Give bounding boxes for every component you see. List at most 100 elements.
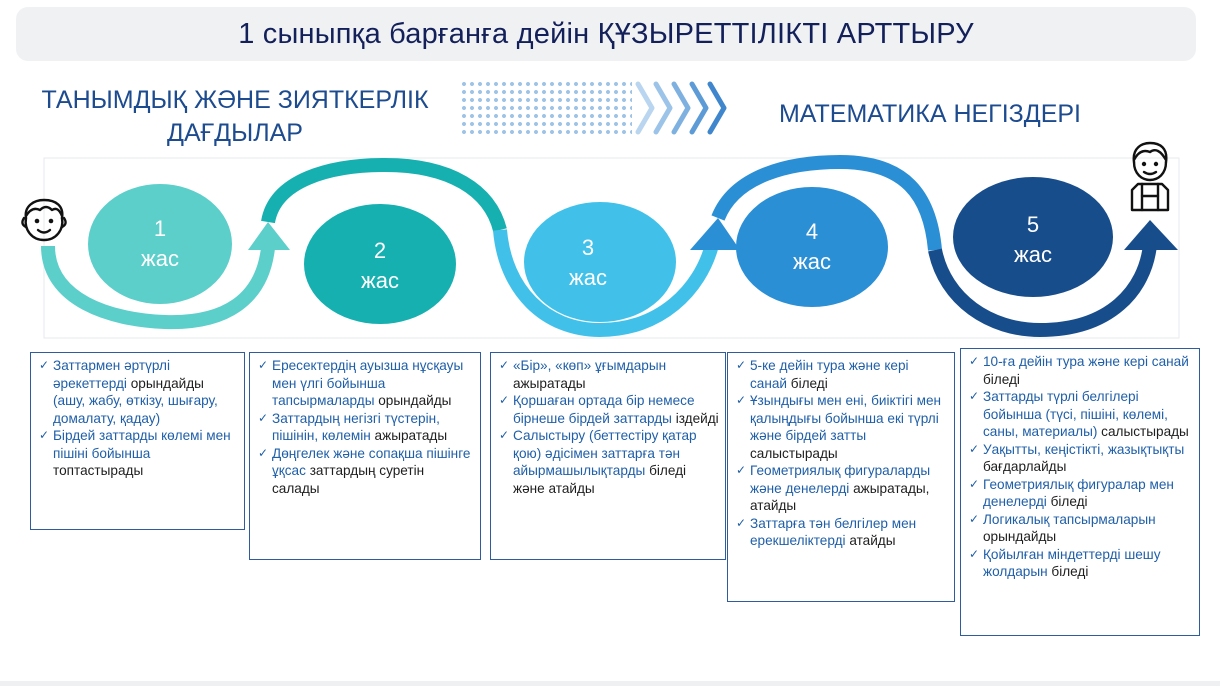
skill-text: Заттарды түрлі белгілері бойынша (түсі, … [983, 389, 1168, 439]
skill-item: Логикалық тапсырмаларын орындайды [969, 511, 1193, 546]
flow-arrowhead-3 [690, 218, 740, 250]
stage-2-unit: жас [361, 268, 399, 293]
flow-arc-1 [41, 245, 275, 330]
skill-item: 5-ке дейін тура және кері санай біледі [736, 357, 948, 392]
stage-3-label: 3 жас [528, 233, 648, 293]
heading-math-basics: МАТЕМАТИКА НЕГІЗДЕРІ [778, 100, 1081, 128]
skill-text: орындайды [130, 375, 204, 391]
skill-item: Заттарға тән белгілер мен ерекшеліктерді… [736, 515, 948, 550]
skill-text: (ашу, жабу, өткізу, шығару, домалату, қа… [53, 393, 218, 426]
stage-5-unit: жас [1014, 242, 1052, 267]
title-bar: 1 сыныпқа барғанға дейін ҚҰЗЫРЕТТІЛІКТІ … [16, 7, 1196, 61]
skill-item: Дөңгелек және сопақша пішінге ұқсас затт… [258, 445, 474, 498]
stage-5-skills-box: 10-ға дейін тура және кері санай біледіЗ… [960, 348, 1200, 636]
stage-3-skills-list: «Бір», «көп» ұғымдарын ажыратадыҚоршаған… [499, 357, 719, 497]
flow-arrowhead-5 [1124, 220, 1178, 250]
skill-text: 10-ға дейін тура және кері санай [983, 354, 1189, 369]
stage-3-circle [524, 202, 676, 322]
stage-5-label: 5 жас [973, 210, 1093, 270]
skill-item: Салыстыру (беттестіру қатар қою) әдісіме… [499, 427, 719, 497]
skill-text: бағдарлайды [983, 459, 1067, 474]
skill-text: біледі [983, 371, 1020, 387]
skill-text: Қойылған міндеттерді шешу жолдарын [983, 546, 1161, 580]
stage-3-skills-box: «Бір», «көп» ұғымдарын ажыратадыҚоршаған… [490, 352, 726, 560]
stage-4-label: 4 жас [752, 217, 872, 277]
skill-item: Қойылған міндеттерді шешу жолдарын білед… [969, 546, 1193, 581]
stage-1-number: 1 [153, 216, 167, 241]
skill-text: Уақытты, кеңістікті, жазықтықты [983, 441, 1185, 457]
skill-text: 5-ке дейін тура және кері санай [750, 358, 909, 391]
skill-text: Қоршаған ортада бір немесе бірнеше бірде… [513, 393, 695, 426]
skill-text: Геометриялық фигуралар мен денелерді [983, 476, 1174, 510]
stage-4-skills-list: 5-ке дейін тура және кері санай біледіҰз… [736, 357, 948, 550]
skill-item: Заттармен әртүрлі әрекеттерді орындайды … [39, 357, 238, 427]
stage-1-label: 1 жас [100, 214, 220, 274]
stage-2-skills-list: Ересектердің ауызша нұсқауы мен үлгі бой… [258, 357, 474, 497]
heading-cognitive-skills: ТАНЫМДЫҚ ЖӘНЕ ЗИЯТКЕРЛІК ДАҒДЫЛАР [30, 84, 440, 150]
skill-item: Ұзындығы мен ені, биіктігі мен қалыңдығы… [736, 392, 948, 462]
skill-text: орындайды [983, 529, 1057, 544]
skill-text: орындайды [378, 393, 452, 408]
skill-item: 10-ға дейін тура және кері санай біледі [969, 353, 1193, 388]
skill-text: Бірдей заттарды көлемі мен пішіні бойынш… [53, 428, 231, 461]
skill-text: салыстырады [750, 445, 838, 461]
page-title: 1 сыныпқа барғанға дейін ҚҰЗЫРЕТТІЛІКТІ … [238, 17, 974, 50]
child-figure-icon [1130, 141, 1170, 212]
bottom-divider [0, 681, 1220, 686]
skill-text: Ұзындығы мен ені, биіктігі мен қалыңдығы… [750, 393, 942, 443]
skill-text: Геометриялық фигураларды және денелерді [750, 463, 931, 496]
stage-4-circle [736, 187, 888, 307]
skill-item: Қоршаған ортада бір немесе бірнеше бірде… [499, 392, 719, 427]
skill-text: Логикалық тапсырмаларын [983, 511, 1156, 527]
skill-text: топтастырады [53, 463, 144, 478]
stage-5-number: 5 [1026, 212, 1040, 237]
skill-text: біледі [1051, 564, 1089, 579]
skill-text: Салыстыру (беттестіру қатар қою) әдісіме… [513, 428, 697, 478]
stage-2-circle [304, 204, 456, 324]
skill-text: ажыратады [374, 428, 448, 443]
stage-4-unit: жас [793, 249, 831, 274]
heading-left-line-1: ТАНЫМДЫҚ ЖӘНЕ ЗИЯТКЕРЛІК [41, 86, 429, 114]
skill-text: атайды [849, 533, 896, 548]
skill-text: біледі және атайды [513, 463, 687, 496]
dot-grid-decoration [460, 80, 632, 136]
stage-3-unit: жас [569, 265, 607, 290]
stage-5-skills-list: 10-ға дейін тура және кері санай біледіЗ… [969, 353, 1193, 581]
flow-arc-2 [261, 157, 507, 232]
skill-text: Заттардың негізгі түстерін, пішінін, көл… [272, 410, 440, 444]
chevron-arrows-icon [635, 81, 727, 135]
stage-5-circle [953, 177, 1113, 297]
skill-text: ажыратады, атайды [750, 480, 930, 514]
skill-text: заттардың суретін салады [272, 463, 425, 496]
skill-text: салыстырады [1101, 424, 1189, 439]
flow-arc-3 [493, 229, 719, 338]
heading-left-line-2: ДАҒДЫЛАР [167, 119, 303, 147]
skill-text: біледі [1050, 494, 1088, 509]
stage-4-skills-box: 5-ке дейін тура және кері санай біледіҰз… [727, 352, 955, 602]
skill-item: Заттарды түрлі белгілері бойынша (түсі, … [969, 388, 1193, 441]
skill-item: Бірдей заттарды көлемі мен пішіні бойынш… [39, 427, 238, 480]
flow-arrowhead-1 [248, 222, 290, 250]
stage-4-number: 4 [805, 219, 819, 244]
skill-text: «Бір», «көп» ұғымдарын [513, 358, 667, 373]
skill-item: Уақытты, кеңістікті, жазықтықты бағдарла… [969, 441, 1193, 476]
skill-text: ажыратады [513, 375, 586, 391]
stage-1-circle [88, 184, 232, 304]
stage-2-number: 2 [373, 238, 387, 263]
skill-item: «Бір», «көп» ұғымдарын ажыратады [499, 357, 719, 392]
flow-arc-5 [928, 243, 1157, 338]
skill-item: Геометриялық фигураларды және денелерді … [736, 462, 948, 515]
skill-text: біледі [790, 375, 828, 391]
stage-2-skills-box: Ересектердің ауызша нұсқауы мен үлгі бой… [249, 352, 481, 560]
skill-text: іздейді [675, 410, 719, 426]
skill-text: Ересектердің ауызша нұсқауы мен үлгі бой… [272, 358, 464, 408]
skill-text: Заттарға тән белгілер мен ерекшеліктерді [750, 515, 917, 549]
stage-2-label: 2 жас [320, 236, 440, 296]
skill-text: Дөңгелек және сопақша пішінге ұқсас [272, 445, 471, 479]
stage-1-skills-box: Заттармен әртүрлі әрекеттерді орындайды … [30, 352, 245, 530]
stage-1-skills-list: Заттармен әртүрлі әрекеттерді орындайды … [39, 357, 238, 480]
flow-arc-4 [711, 154, 942, 251]
skill-item: Геометриялық фигуралар мен денелерді біл… [969, 476, 1193, 511]
skill-item: Заттардың негізгі түстерін, пішінін, көл… [258, 410, 474, 445]
